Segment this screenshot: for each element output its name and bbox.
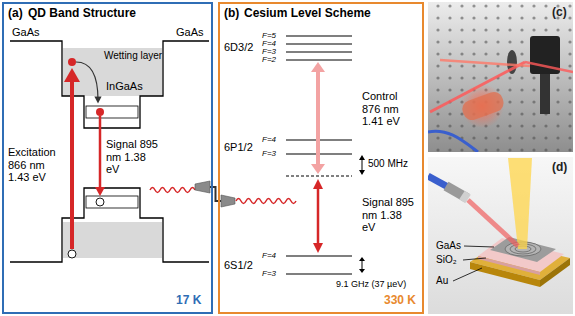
- splitting-arrow: [362, 260, 363, 270]
- panel-title: QD Band Structure: [28, 7, 136, 21]
- fiber-coupler: [195, 181, 210, 193]
- hyperfine-label: F=5: [262, 31, 276, 40]
- layer-label: Au: [436, 275, 448, 287]
- virtual-level: [286, 176, 352, 177]
- transition-label: Excitation 866 nm 1.43 eV: [8, 146, 64, 184]
- panel-letter: (a): [8, 7, 23, 21]
- temperature-label: 330 K: [384, 294, 416, 308]
- control-arrowhead: [311, 164, 325, 174]
- transition-arrows: [218, 62, 365, 273]
- transition-label: Control 876 nm 1.41 eV: [362, 90, 418, 128]
- optical-table: [428, 2, 573, 152]
- hyperfine-label: F=3: [262, 269, 276, 278]
- temperature-label: 17 K: [176, 294, 201, 308]
- splitting-arrowhead: [359, 257, 365, 261]
- hole-level: [86, 196, 138, 208]
- electron-level: [86, 106, 138, 118]
- control-arrow: [316, 72, 320, 164]
- energy-level: [286, 51, 352, 52]
- cesium-levels: [286, 36, 352, 274]
- state-label: 6S1/2: [224, 259, 253, 272]
- state-label: 6P1/2: [224, 141, 253, 154]
- wetting-layer-band: [63, 48, 162, 96]
- layer-label: GaAs: [436, 240, 461, 252]
- panel-letter: (b): [224, 7, 239, 21]
- electron-dot: [68, 58, 76, 66]
- panel-ground: [428, 157, 573, 314]
- state-label: 6D3/2: [224, 41, 253, 54]
- photon-wave: [236, 199, 296, 204]
- energy-level: [286, 59, 352, 60]
- detuning-arrowhead: [359, 170, 365, 175]
- hyperfine-label: F=2: [262, 55, 276, 64]
- hole-dot: [96, 198, 104, 206]
- collected-beam: [508, 158, 532, 249]
- vapor-cell: [460, 89, 506, 122]
- photon-wave: [150, 188, 195, 193]
- energy-level: [286, 35, 352, 36]
- detuning-label: 500 MHz: [368, 158, 408, 170]
- signal-arrow: [99, 116, 102, 188]
- splitting-arrowhead: [359, 269, 365, 273]
- hyperfine-label: F=4: [262, 39, 276, 48]
- leader-line: [453, 268, 482, 281]
- signal-arrowhead: [95, 187, 105, 196]
- energy-level: [286, 273, 352, 274]
- signal-arrowhead: [313, 243, 323, 253]
- laser-beam: [440, 60, 530, 66]
- optical-fiber: [428, 131, 478, 152]
- panel-letter: (d): [552, 161, 567, 175]
- energy-level: [286, 255, 352, 256]
- electron-dot: [96, 108, 104, 116]
- excitation-arrowhead: [64, 68, 80, 82]
- fiber-tip: [462, 195, 468, 199]
- control-arrowhead: [311, 62, 325, 72]
- photo-panel: (c): [428, 2, 573, 152]
- table-holes: [428, 2, 573, 152]
- excitation-arrow: [70, 80, 74, 249]
- transition-label: Signal 895 nm 1.38 eV: [106, 138, 162, 176]
- detuning-arrowhead: [359, 155, 365, 160]
- energy-level: [286, 43, 352, 44]
- layer-label: SiO₂: [436, 254, 457, 266]
- material-label: InGaAs: [106, 80, 143, 93]
- material-label: GaAs: [12, 26, 40, 39]
- transition-label: Signal 895 nm 1.38 eV: [362, 196, 418, 234]
- panel-letter: (c): [552, 6, 567, 20]
- hyperfine-label: F=3: [262, 47, 276, 56]
- signal-arrow: [317, 188, 320, 244]
- fiber-ferrule: [446, 186, 467, 198]
- device-illustration: [428, 157, 573, 314]
- hyperfine-label: F=4: [262, 251, 276, 260]
- fiber-coupler: [221, 195, 235, 207]
- relaxation-arrow: [76, 62, 98, 100]
- leader-line: [464, 246, 494, 247]
- panel-title: Cesium Level Scheme: [244, 7, 371, 21]
- wetting-layer-band: [63, 222, 162, 258]
- hyperfine-label: F=4: [262, 135, 276, 144]
- setup-photo: [428, 2, 573, 152]
- region-label: Wetting layer: [104, 50, 162, 62]
- fiber-jacket: [428, 176, 448, 187]
- conduction-band-edge: [10, 41, 209, 128]
- excitation-beam: [468, 200, 518, 246]
- splitting-label: 9.1 GHz (37 µeV): [336, 279, 406, 289]
- hyperfine-label: F=3: [262, 149, 276, 158]
- leader-line: [463, 258, 486, 260]
- detuning-arrow: [362, 159, 363, 171]
- material-label: GaAs: [176, 26, 204, 39]
- valence-band-edge: [10, 188, 209, 262]
- optic-post: [540, 74, 550, 114]
- illustration-panel: (d): [428, 157, 573, 313]
- laser-beam: [525, 62, 573, 72]
- signal-arrowhead: [313, 179, 323, 189]
- hole-dot: [68, 250, 76, 258]
